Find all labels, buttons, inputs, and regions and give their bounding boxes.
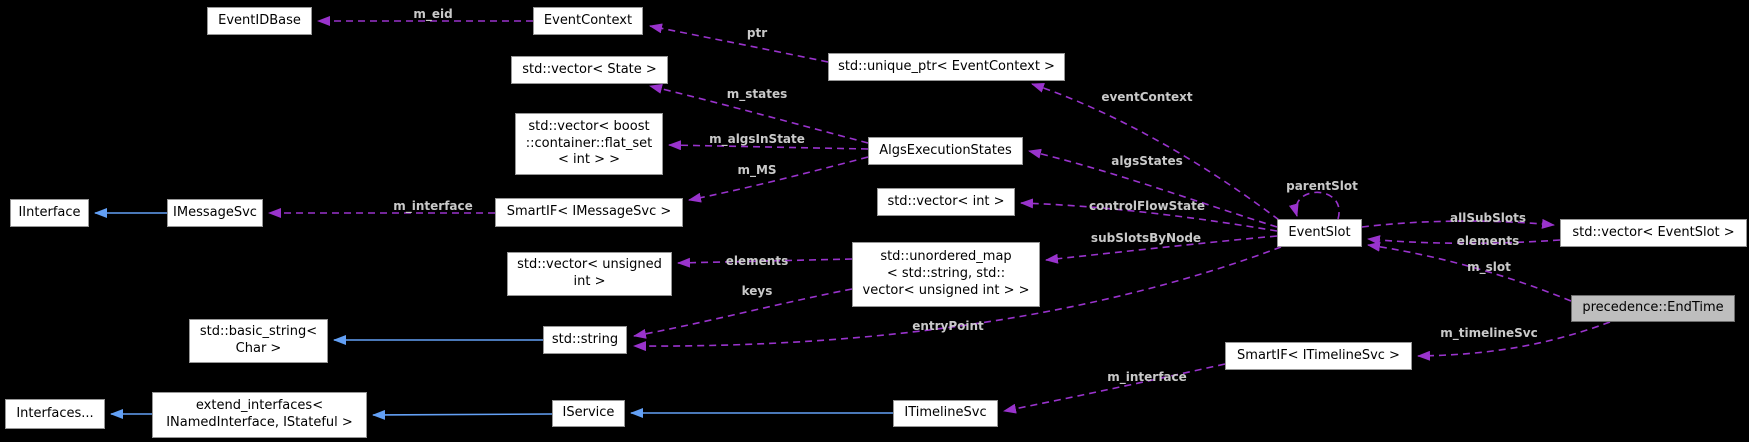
node-uniqueptr[interactable]: std::unique_ptr< EventContext > <box>828 53 1065 81</box>
edge-m_algsInState <box>668 140 869 151</box>
node-endtime[interactable]: precedence::EndTime <box>1571 295 1735 322</box>
edge-label-m_MS: m_MS <box>737 163 777 177</box>
node-stdstring[interactable]: std::string <box>543 326 627 354</box>
edge-label-parentSlot: parentSlot <box>1286 179 1358 193</box>
edge-label-ptr: ptr <box>746 26 768 40</box>
node-umap[interactable]: std::unordered_map < std::string, std:: … <box>852 242 1040 307</box>
node-algsexec[interactable]: AlgsExecutionStates <box>868 137 1023 165</box>
edge-label-eventContext: eventContext <box>1101 90 1193 104</box>
node-eventidbase[interactable]: EventIDBase <box>207 7 312 35</box>
node-vecuint[interactable]: std::vector< unsigned int > <box>507 252 672 296</box>
edge-allSubSlots <box>1361 218 1555 229</box>
node-iservice[interactable]: IService <box>552 400 625 427</box>
edge-label-m_interface_msg: m_interface <box>393 199 473 213</box>
edge-label-algsStates: algsStates <box>1111 154 1183 168</box>
edge-label-m_interface_tl: m_interface <box>1107 370 1187 384</box>
edge-m_MS <box>688 156 869 203</box>
edge-parentSlot <box>1288 191 1340 220</box>
node-eventcontext[interactable]: EventContext <box>533 7 643 35</box>
node-extifs[interactable]: extend_interfaces< INamedInterface, ISta… <box>152 392 367 438</box>
edge-inh_iservice <box>372 409 553 420</box>
node-iinterface[interactable]: IInterface <box>10 199 89 227</box>
edge-label-entryPoint: entryPoint <box>912 319 984 333</box>
edge-label-elements_map: elements <box>725 254 789 268</box>
node-smartifmsg[interactable]: SmartIF< IMessageSvc > <box>495 198 683 227</box>
node-interfaces[interactable]: Interfaces... <box>5 399 105 429</box>
edge-label-m_algsInState: m_algsInState <box>709 132 805 146</box>
edge-label-elements_vec: elements <box>1456 234 1520 248</box>
edge-label-allSubSlots: allSubSlots <box>1450 211 1526 225</box>
edge-ptr <box>649 23 829 63</box>
edge-elements_vec <box>1367 235 1561 246</box>
node-flatset[interactable]: std::vector< boost ::container::flat_set… <box>515 113 663 175</box>
edge-keys <box>633 288 853 339</box>
edge-label-subSlotsByNode: subSlotsByNode <box>1090 231 1202 245</box>
node-vecint[interactable]: std::vector< int > <box>877 188 1015 216</box>
node-itimelinesvc[interactable]: ITimelineSvc <box>893 400 998 427</box>
node-imessagesvc[interactable]: IMessageSvc <box>167 199 263 227</box>
node-vecstate[interactable]: std::vector< State > <box>511 56 668 84</box>
edge-subSlotsByNode <box>1045 235 1278 264</box>
node-smartiftl[interactable]: SmartIF< ITimelineSvc > <box>1225 342 1412 370</box>
node-eventslot[interactable]: EventSlot <box>1277 219 1362 247</box>
edge-label-m_slot: m_slot <box>1467 260 1511 274</box>
edge-label-keys: keys <box>741 284 773 298</box>
node-basicstring[interactable]: std::basic_string< Char > <box>189 319 328 363</box>
edge-label-m_states: m_states <box>726 87 788 101</box>
edge-m_states <box>649 83 869 144</box>
edge-m_interface_tl <box>1003 363 1226 414</box>
node-vecslot[interactable]: std::vector< EventSlot > <box>1560 219 1747 247</box>
edge-m_slot <box>1367 241 1572 302</box>
edge-elements_map <box>677 257 853 268</box>
edge-eventContext <box>1031 83 1280 221</box>
edge-label-m_eid: m_eid <box>413 7 453 21</box>
edge-label-m_timelineSvc: m_timelineSvc <box>1440 326 1538 340</box>
edge-label-controlFlowState: controlFlowState <box>1089 199 1205 213</box>
edge-controlFlowState <box>1020 198 1278 232</box>
edge-entryPoint <box>633 246 1282 352</box>
edge-m_timelineSvc <box>1417 321 1611 361</box>
